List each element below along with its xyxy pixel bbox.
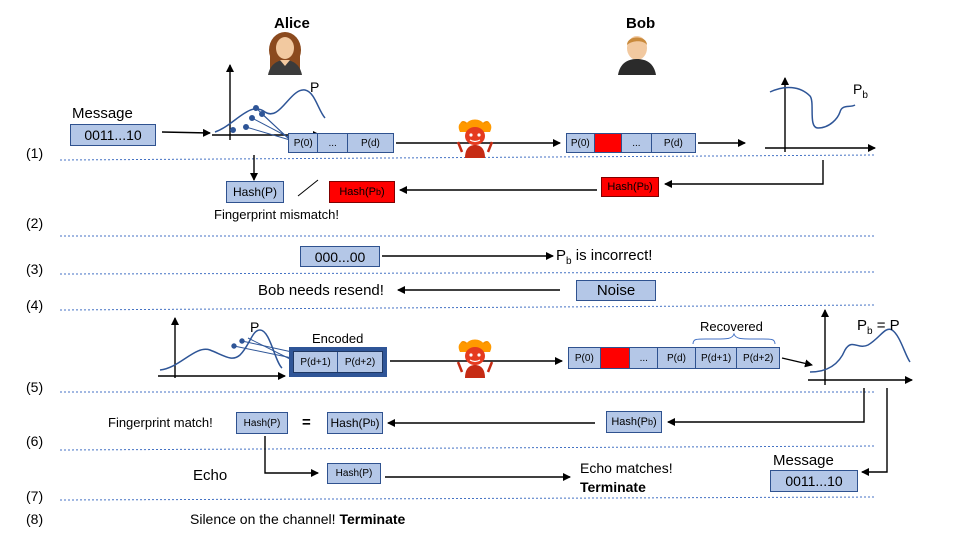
recv5-cell: P(d+2) [737,348,779,368]
echo-matches: Echo matches! [580,460,673,476]
encoded-label: Encoded [312,331,364,346]
neq-slash [297,179,319,197]
separator-6 [59,445,876,451]
bob-poly-label: Pb [853,81,868,101]
alice-poly-axes-5 [158,317,286,380]
fingerprint-match: Fingerprint match! [108,415,213,430]
noise-box: Noise [576,280,656,301]
bob-message-label: Message [773,452,834,469]
message-label: Message [72,105,133,122]
alice-poly-axes-1 [212,64,321,140]
pb-equals-p: Pb = P [857,317,900,337]
message-value: 0011...10 [84,127,142,143]
recovered-to-poly-arrow [781,357,813,368]
zeros-box: 000...00 [300,246,380,267]
bob-poly-axes-1 [765,77,876,152]
echo-hash-box: Hash(P) [327,463,381,484]
bob-avatar-icon [614,31,660,75]
separator-7 [59,496,876,501]
recovered-brace [692,332,776,345]
sent-cell: P(0) [289,134,319,152]
recv-cell-corrupted [594,134,623,152]
step-label-3: (3) [26,261,44,277]
alice-poly-points-1 [230,105,291,141]
echo-down-arrow [264,436,319,477]
encoded-cell: P(d+2) [338,352,382,372]
bob-message-box: 0011...10 [770,470,858,492]
alice-avatar-icon [262,30,308,75]
recv5-cell: ... [630,348,659,368]
step-label-5: (5) [26,379,44,395]
encoded-packet: P(d+1) P(d+2) [293,351,383,373]
received-packet: P(0) ... P(d) [566,133,696,153]
eq-sign: = [302,414,311,431]
bob-hash-return-arrow [664,160,824,188]
poly-label: P [310,79,320,95]
alice-poly-points-5 [231,337,293,361]
echo-label: Echo [193,467,228,484]
step-label-1: (1) [26,145,44,161]
step-label-4: (4) [26,297,44,313]
bob-poly-curve-5 [809,328,911,373]
alice-poly-curve-1 [214,89,326,133]
recovered-packet: P(0) ... P(d) P(d+1) P(d+2) [568,347,780,369]
terminate-8: Terminate [339,511,406,527]
step-label-7: (7) [26,488,44,504]
alice-name: Alice [274,15,310,32]
message-box: 0011...10 [70,124,156,146]
sent-cell: P(d) [347,134,393,152]
recv-cell: P(0) [567,134,595,152]
recovered-label: Recovered [700,319,763,334]
pb-incorrect: Pb is incorrect! [556,247,653,267]
step-label-2: (2) [26,215,44,231]
bob-poly-axes-5 [808,309,913,385]
sent-packet: P(0) ... P(d) [288,133,394,153]
devil-adversary-icon-2 [456,338,494,378]
recv5-cell: P(d) [658,348,696,368]
alice-poly-curve-5 [159,329,283,371]
recv5-cell: P(d+1) [695,348,738,368]
separator-4 [59,304,876,311]
step-label-6: (6) [26,433,44,449]
bob-needs-resend: Bob needs resend! [258,282,384,299]
bob-message-arrow [861,388,888,476]
encoded-box: P(d+1) P(d+2) [289,347,387,377]
message-to-poly-arrow [161,128,211,137]
recv-cell: P(d) [651,134,696,152]
fingerprint-mismatch: Fingerprint mismatch! [214,207,339,222]
recv-cell: ... [622,134,652,152]
bob-name: Bob [626,15,656,32]
recv5-cell-corrupted [600,348,631,368]
terminate-7: Terminate [580,479,646,495]
encoded-cell: P(d+1) [294,352,339,372]
bob-poly-curve-1 [769,86,856,129]
silence-line: Silence on the channel! Terminate [190,511,406,527]
step-label-8: (8) [26,511,44,527]
devil-adversary-icon [456,118,494,158]
separator-3 [59,271,876,275]
sent-cell: ... [318,134,348,152]
hash-p-box-6: Hash(P) [236,412,288,434]
hash-p-box: Hash(P) [226,181,284,203]
recv5-cell: P(0) [569,348,601,368]
poly-label-5: P [250,319,260,335]
bob-hash-return-arrow-6 [667,388,865,426]
